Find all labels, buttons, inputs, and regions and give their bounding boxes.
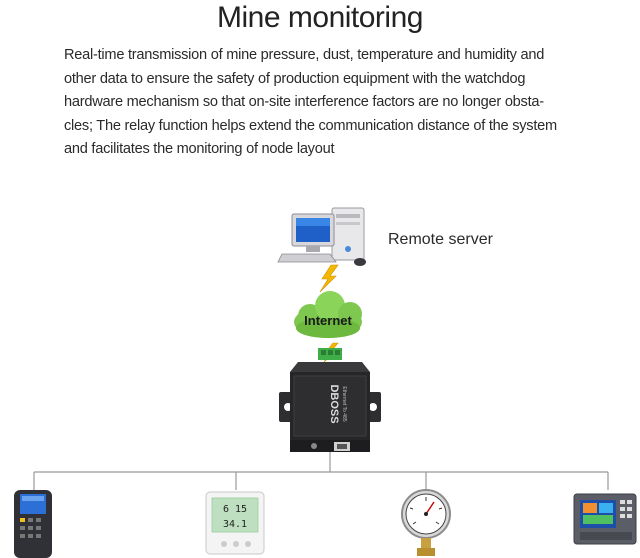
bus-lines	[33, 452, 609, 490]
remote-server-label: Remote server	[388, 231, 493, 248]
meter-reading-top: 6 15	[223, 504, 247, 515]
page-title: Mine monitoring	[217, 1, 423, 34]
internet-cloud-icon: Internet	[294, 291, 362, 338]
description-line: hardware mechanism so that on-site inter…	[64, 94, 544, 111]
description: Real-time transmission of mine pressure,…	[64, 44, 604, 162]
internet-label: Internet	[304, 313, 352, 328]
temperature-humidity-meter-icon: 6 15 34.1	[205, 491, 265, 555]
data-terminal-icon	[573, 493, 637, 545]
gateway-device-icon: DBOSS Ethernet To 485	[279, 348, 381, 452]
device-brand-label: DBOSS	[328, 384, 340, 423]
connection-bolt-icon	[319, 264, 339, 293]
description-line: cles; The relay function helps extend th…	[64, 117, 557, 134]
meter-reading-bottom: 34.1	[223, 519, 247, 530]
description-line: Real-time transmission of mine pressure,…	[64, 47, 545, 63]
device-model-label: Ethernet To 485	[341, 386, 347, 421]
pressure-gauge-icon	[401, 489, 451, 556]
remote-server-icon	[277, 207, 366, 266]
handheld-scanner-icon	[14, 490, 52, 558]
description-line: other data to ensure the safety of produ…	[64, 70, 526, 87]
description-line: and facilitates the monitoring of node l…	[64, 141, 335, 158]
